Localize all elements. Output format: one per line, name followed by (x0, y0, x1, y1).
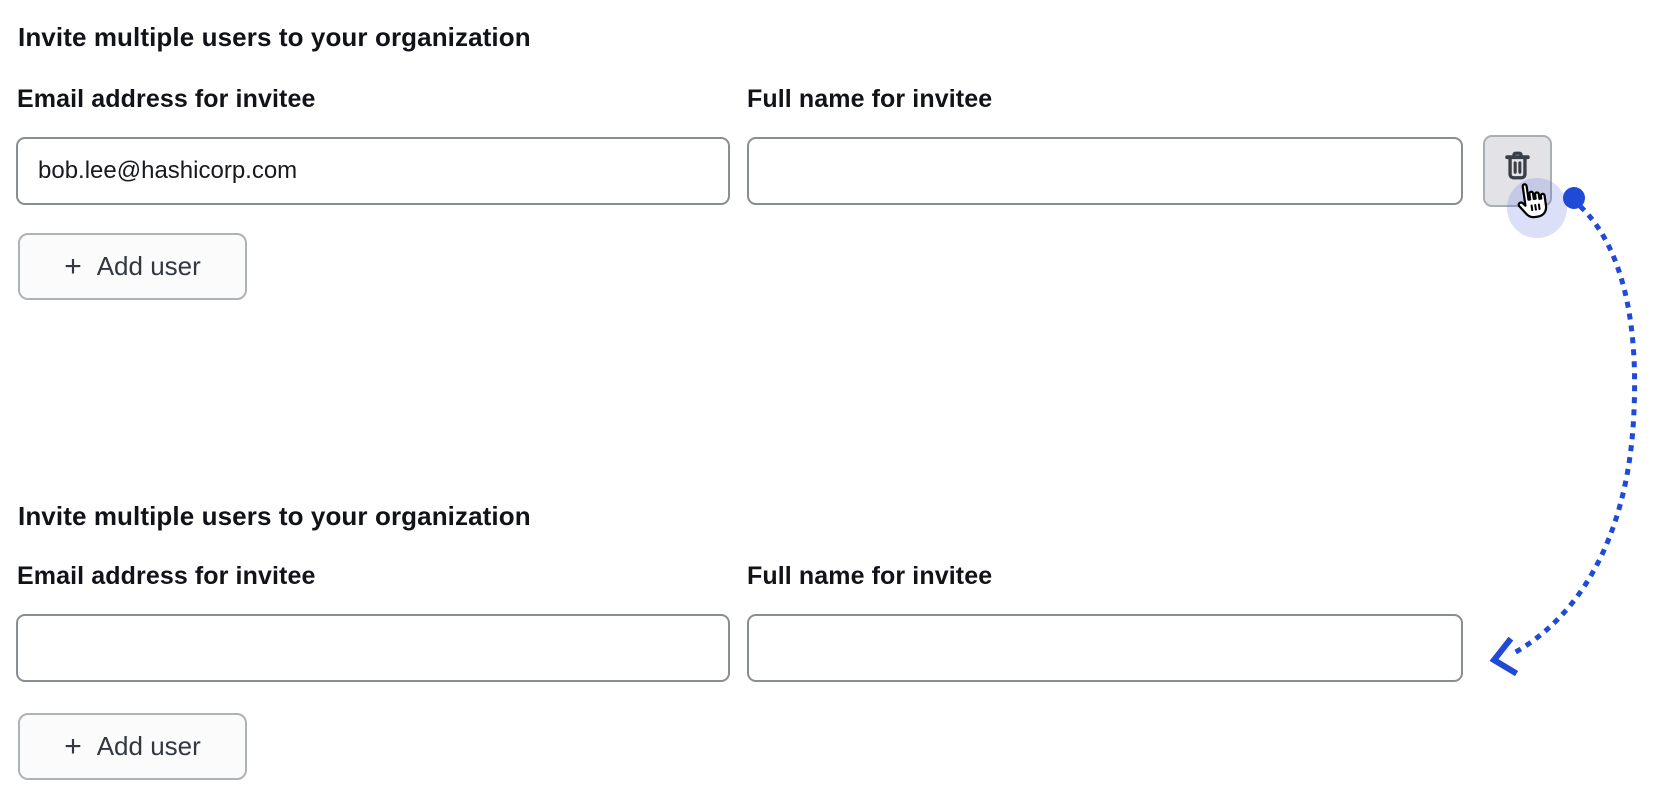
section2-heading: Invite multiple users to your organizati… (18, 501, 531, 531)
plus-icon: + (64, 249, 82, 283)
section2-name-label: Full name for invitee (747, 562, 993, 590)
add-user-button-1[interactable]: + Add user (18, 233, 247, 300)
trash-icon (1505, 151, 1530, 180)
delete-row-button[interactable] (1483, 135, 1552, 207)
dotted-curved-arrow (1510, 204, 1638, 657)
section1-name-label: Full name for invitee (747, 85, 993, 113)
add-user-button-2[interactable]: + Add user (18, 713, 247, 780)
section1-email-input[interactable] (16, 137, 730, 205)
section1-heading: Invite multiple users to your organizati… (18, 22, 531, 52)
plus-icon: + (64, 729, 82, 763)
section2-name-input[interactable] (747, 614, 1463, 682)
add-user-label: Add user (96, 251, 201, 281)
section2-email-input[interactable] (16, 614, 730, 682)
arrowhead-icon (1489, 636, 1519, 677)
section1-email-label: Email address for invitee (17, 85, 316, 113)
section2-email-label: Email address for invitee (17, 562, 316, 590)
add-user-label: Add user (96, 731, 201, 761)
arrow-start-dot (1563, 187, 1585, 209)
section1-name-input[interactable] (747, 137, 1463, 205)
